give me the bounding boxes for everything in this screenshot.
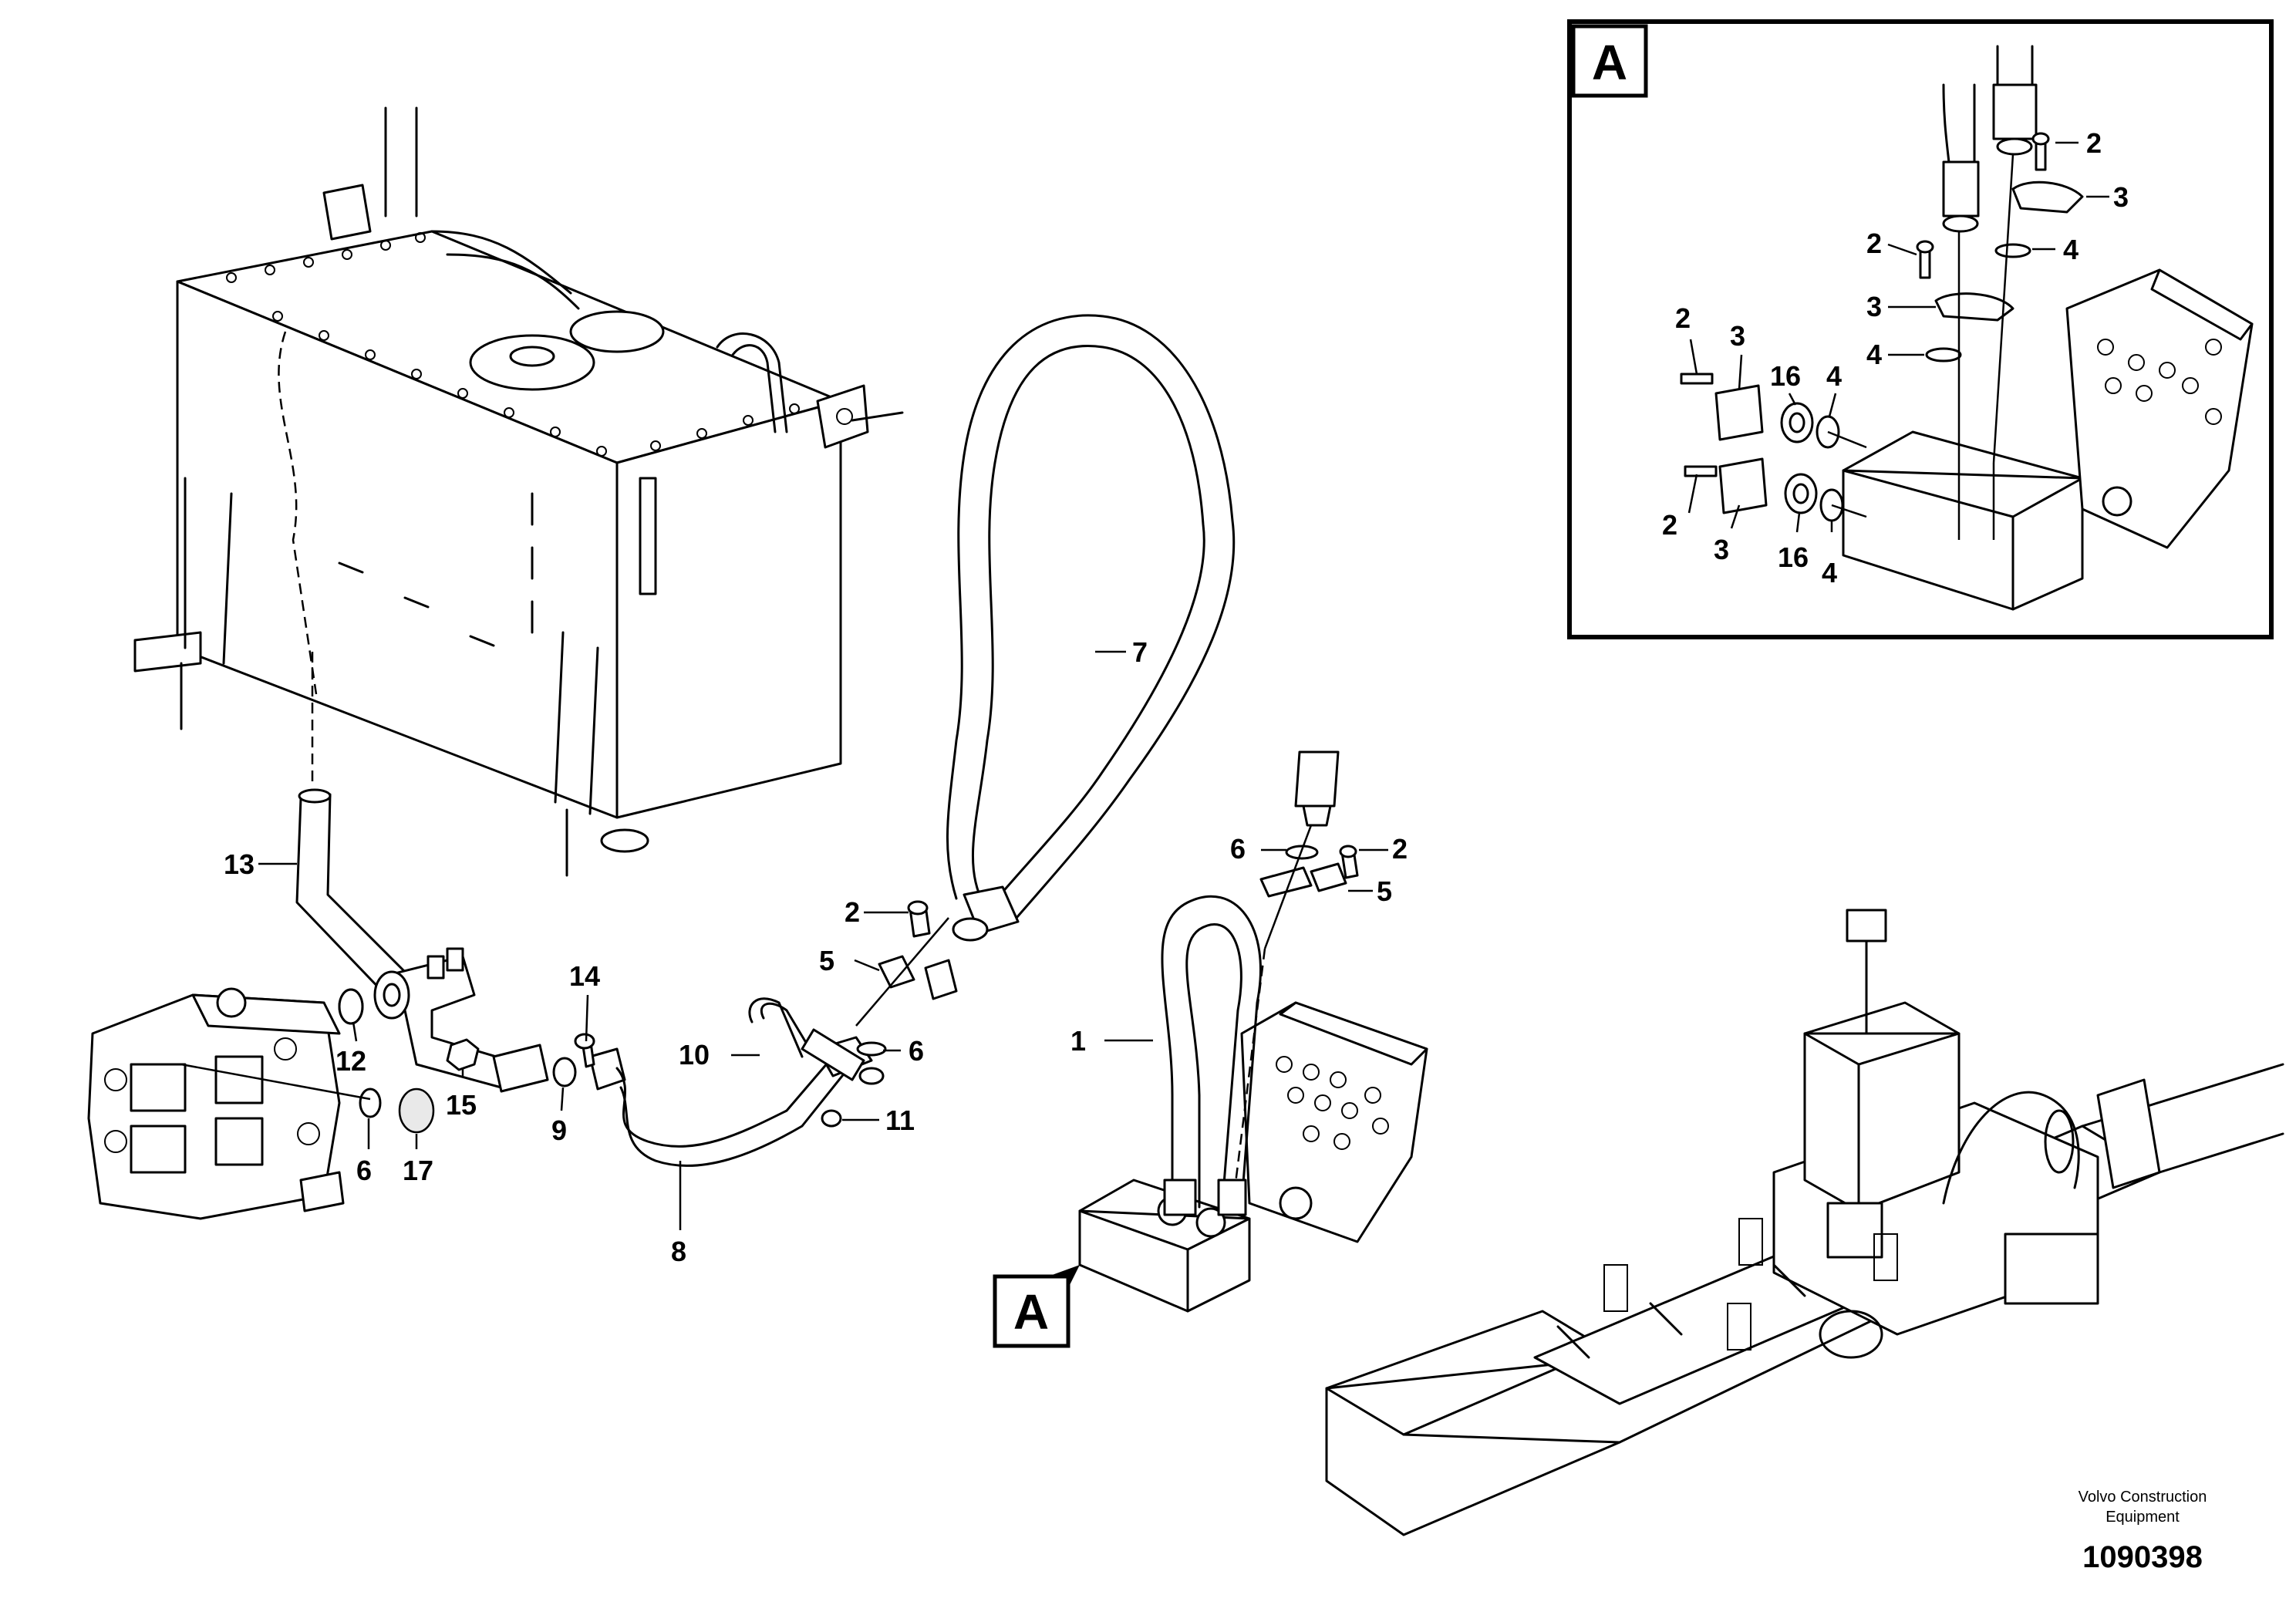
hose-7-end-lower bbox=[952, 885, 1020, 942]
callout-7: 7 bbox=[1132, 636, 1148, 668]
detail-callouts: 2 3 4 2 3 4 2 3 16 4 2 3 16 4 bbox=[1662, 127, 2129, 588]
callout-11: 11 bbox=[885, 1104, 915, 1136]
callout-10: 10 bbox=[679, 1039, 710, 1071]
hydraulic-pump bbox=[87, 987, 345, 1220]
callout-5-left: 5 bbox=[819, 945, 834, 976]
flange-halves-5 bbox=[878, 862, 1347, 1000]
detail-callout-3-top: 3 bbox=[2113, 181, 2129, 213]
callout-2-right: 2 bbox=[1392, 833, 1408, 865]
detail-view-a: A bbox=[1567, 19, 2274, 639]
view-tag-a: A bbox=[993, 1265, 1080, 1348]
detail-callout-2-mid: 2 bbox=[1866, 228, 1882, 259]
detail-callout-3-mid: 3 bbox=[1866, 291, 1882, 322]
callout-9: 9 bbox=[551, 1114, 567, 1146]
hydraulic-tank bbox=[133, 106, 904, 877]
callout-8: 8 bbox=[671, 1236, 686, 1267]
manifold-pipe bbox=[338, 947, 549, 1093]
detail-callout-3-upper-left: 3 bbox=[1730, 320, 1745, 352]
detail-callout-2-upper-left: 2 bbox=[1675, 302, 1691, 334]
credit-line-2: Equipment bbox=[2106, 1509, 2180, 1526]
callout-17: 17 bbox=[403, 1155, 433, 1186]
callout-6-pump: 6 bbox=[356, 1155, 372, 1186]
nut-15 bbox=[446, 1038, 480, 1071]
callout-12: 12 bbox=[335, 1045, 366, 1077]
seal-12 bbox=[338, 988, 364, 1025]
detail-callout-16-lower: 16 bbox=[1778, 541, 1809, 573]
callout-14: 14 bbox=[569, 960, 600, 992]
o-rings-6 bbox=[856, 845, 1319, 1057]
mounting-bracket bbox=[1240, 1001, 1428, 1243]
view-tag-a-label: A bbox=[1013, 1284, 1049, 1340]
detail-label: A bbox=[1592, 35, 1627, 90]
detail-callout-4-upper-right: 4 bbox=[1826, 360, 1842, 392]
detail-callout-4-top: 4 bbox=[2063, 234, 2079, 265]
detail-callout-2-lower-left: 2 bbox=[1662, 509, 1677, 541]
tank-lid-bolts bbox=[226, 232, 800, 457]
flange-fitting bbox=[801, 1028, 885, 1085]
hose-7 bbox=[946, 314, 1236, 919]
callout-15: 15 bbox=[446, 1089, 477, 1121]
callout-13: 13 bbox=[224, 848, 255, 880]
detail-label-box bbox=[1571, 24, 1648, 98]
callout-2-left: 2 bbox=[845, 896, 860, 928]
detail-callout-4-mid: 4 bbox=[1866, 339, 1882, 370]
bolts-2 bbox=[907, 845, 1359, 938]
document-number: 1090398 bbox=[2082, 1540, 2203, 1574]
callout-6-middle: 6 bbox=[909, 1035, 924, 1067]
callout-6-upper: 6 bbox=[1230, 833, 1246, 865]
valve-block bbox=[1078, 1179, 1251, 1313]
credit-block: Volvo Construction Equipment 1090398 bbox=[2079, 1489, 2207, 1574]
leader-lines bbox=[258, 650, 1388, 1230]
detail-callout-4-lower-right: 4 bbox=[1822, 557, 1837, 588]
hose-1 bbox=[1161, 895, 1266, 1216]
detail-callout-3-lower-left: 3 bbox=[1714, 534, 1729, 565]
callout-5-right: 5 bbox=[1377, 875, 1392, 907]
callout-labels: 1 2 2 5 5 6 6 6 7 8 9 10 11 12 13 14 15 … bbox=[224, 636, 1408, 1267]
detail-callout-16-upper: 16 bbox=[1770, 360, 1801, 392]
bolt-14 bbox=[574, 1033, 595, 1068]
seal-6-17-pump bbox=[180, 1063, 435, 1134]
suction-pipe-13 bbox=[295, 788, 410, 996]
callout-1: 1 bbox=[1070, 1025, 1086, 1057]
clamp-10-11 bbox=[748, 997, 842, 1128]
hose-7-end-upper bbox=[1294, 750, 1340, 827]
detail-callout-2-top: 2 bbox=[2086, 127, 2102, 159]
machine-overview bbox=[1325, 909, 2284, 1536]
credit-line-1: Volvo Construction bbox=[2079, 1489, 2207, 1506]
